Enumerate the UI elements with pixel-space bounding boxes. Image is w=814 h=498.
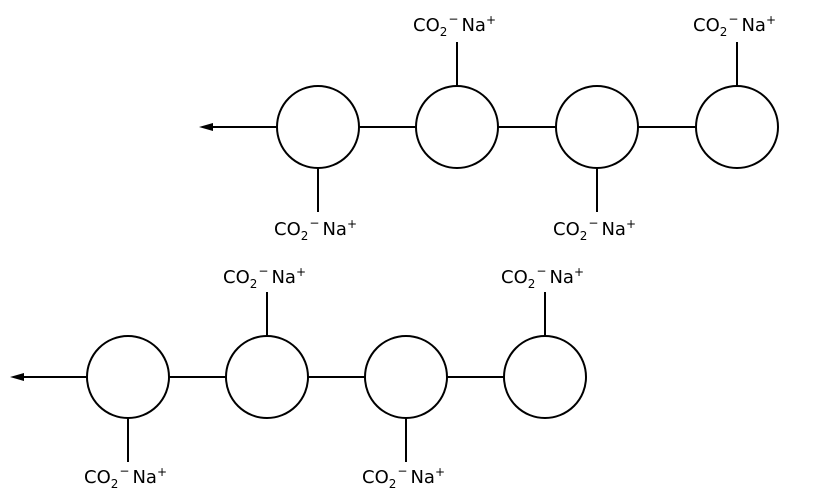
carboxylate-label: CO2−Na+ xyxy=(362,464,445,491)
label-charge: − xyxy=(309,216,319,230)
label-subscript: 2 xyxy=(111,477,119,491)
carboxylate-label: CO2−Na+ xyxy=(553,216,636,243)
monomer-unit xyxy=(555,85,639,169)
label-cation: Na xyxy=(322,219,347,240)
label-subscript: 2 xyxy=(440,25,448,39)
carboxylate-label: CO2−Na+ xyxy=(413,12,496,39)
carboxylate-label: CO2−Na+ xyxy=(223,264,306,291)
label-subscript: 2 xyxy=(528,277,536,291)
monomer-unit xyxy=(695,85,779,169)
label-charge: − xyxy=(588,216,598,230)
label-charge: − xyxy=(728,12,738,26)
label-cation-charge: + xyxy=(157,465,167,479)
carboxylate-label: CO2−Na+ xyxy=(84,464,167,491)
label-cation: Na xyxy=(461,15,486,36)
label-charge: − xyxy=(119,464,129,478)
label-charge: − xyxy=(397,464,407,478)
label-subscript: 2 xyxy=(720,25,728,39)
label-subscript: 2 xyxy=(301,229,309,243)
label-main: CO xyxy=(501,267,528,288)
label-cation: Na xyxy=(132,467,157,488)
label-cation-charge: + xyxy=(347,217,357,231)
label-cation: Na xyxy=(271,267,296,288)
carboxylate-label: CO2−Na+ xyxy=(693,12,776,39)
monomer-unit xyxy=(364,335,448,419)
label-main: CO xyxy=(84,467,111,488)
label-main: CO xyxy=(413,15,440,36)
label-subscript: 2 xyxy=(580,229,588,243)
label-cation-charge: + xyxy=(296,265,306,279)
chain-arrow-head xyxy=(10,373,24,381)
carboxylate-label: CO2−Na+ xyxy=(501,264,584,291)
label-main: CO xyxy=(362,467,389,488)
label-cation-charge: + xyxy=(435,465,445,479)
chain-arrow-head xyxy=(199,123,213,131)
monomer-unit xyxy=(225,335,309,419)
label-main: CO xyxy=(223,267,250,288)
label-cation-charge: + xyxy=(574,265,584,279)
label-charge: − xyxy=(536,264,546,278)
label-cation: Na xyxy=(601,219,626,240)
monomer-unit xyxy=(415,85,499,169)
label-cation: Na xyxy=(410,467,435,488)
chain-bottom: CO2−Na+CO2−Na+CO2−Na+CO2−Na+ xyxy=(10,264,587,491)
label-cation-charge: + xyxy=(626,217,636,231)
label-subscript: 2 xyxy=(389,477,397,491)
label-cation: Na xyxy=(549,267,574,288)
label-main: CO xyxy=(693,15,720,36)
label-charge: − xyxy=(258,264,268,278)
label-main: CO xyxy=(553,219,580,240)
chain-top: CO2−Na+CO2−Na+CO2−Na+CO2−Na+ xyxy=(199,12,779,243)
label-main: CO xyxy=(274,219,301,240)
label-cation: Na xyxy=(741,15,766,36)
carboxylate-label: CO2−Na+ xyxy=(274,216,357,243)
monomer-unit xyxy=(276,85,360,169)
label-cation-charge: + xyxy=(486,13,496,27)
label-subscript: 2 xyxy=(250,277,258,291)
monomer-unit xyxy=(503,335,587,419)
monomer-unit xyxy=(86,335,170,419)
label-charge: − xyxy=(448,12,458,26)
label-cation-charge: + xyxy=(766,13,776,27)
